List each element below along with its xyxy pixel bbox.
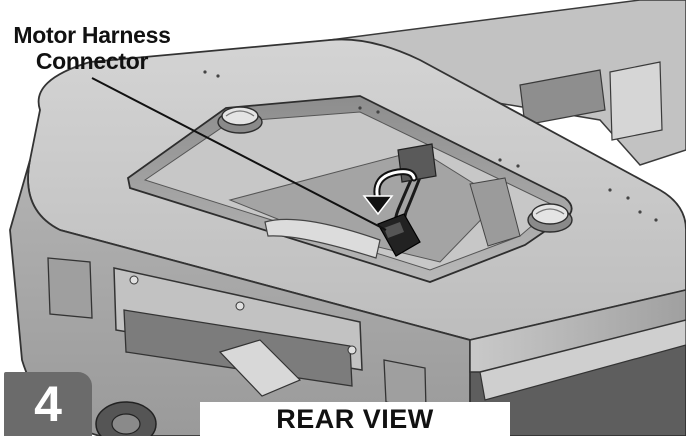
rear-wheel bbox=[95, 401, 157, 436]
front-panel-left bbox=[47, 257, 93, 319]
cavity-ledge bbox=[264, 218, 381, 259]
cavity-divider bbox=[469, 177, 521, 247]
step-number-badge: 4 bbox=[4, 372, 92, 436]
curved-arrow-icon bbox=[362, 168, 418, 216]
front-access-bracket bbox=[218, 339, 302, 397]
view-label: REAR VIEW bbox=[200, 402, 510, 436]
upright-post-slot bbox=[519, 69, 606, 126]
upright-post-bracket bbox=[609, 61, 663, 141]
mounting-knob-right bbox=[527, 203, 573, 233]
callout-line-2: Connector bbox=[35, 48, 149, 74]
callout-line-1: Motor Harness bbox=[13, 22, 171, 48]
frame-right-face bbox=[469, 289, 686, 373]
screw-holes bbox=[203, 70, 658, 222]
front-bolts bbox=[129, 275, 357, 355]
mounting-knob-left bbox=[217, 106, 263, 134]
plug-connector-icon bbox=[377, 213, 421, 257]
callout-label: Motor Harness Connector bbox=[6, 22, 178, 74]
callout-leader-line bbox=[91, 77, 387, 231]
